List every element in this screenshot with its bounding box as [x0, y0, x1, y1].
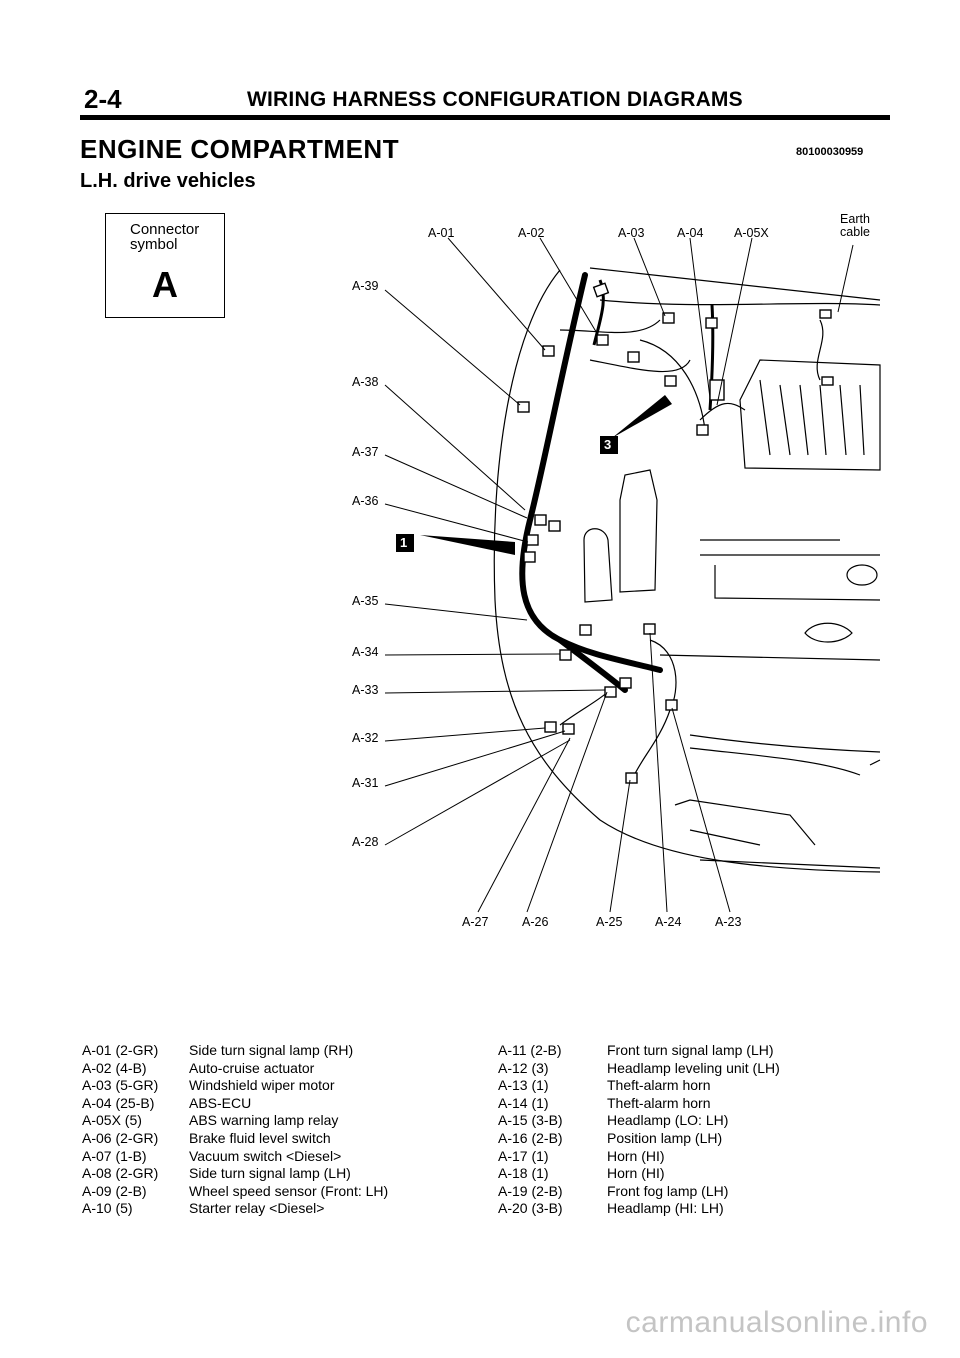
legend-description: Auto-cruise actuator [189, 1059, 315, 1076]
legend-code: A-15 (3-B) [498, 1112, 563, 1129]
legend-description: Wheel speed sensor (Front: LH) [189, 1182, 389, 1199]
legend-code: A-13 (1) [498, 1077, 549, 1094]
legend-description: Brake fluid level switch [189, 1129, 331, 1146]
connector-symbol-box: Connector symbol A [105, 213, 225, 318]
legend-code: A-11 (2-B) [498, 1042, 562, 1058]
legend-code: A-04 (25-B) [82, 1094, 155, 1111]
legend-code: A-05X (5) [82, 1112, 142, 1129]
legend-left-descriptions: Side turn signal lamp (RH) Auto-cruise a… [189, 1042, 388, 1218]
label-a-31: A-31 [352, 776, 379, 790]
legend-code: A-03 (5-GR) [82, 1077, 159, 1094]
legend-description: Horn (HI) [607, 1147, 665, 1164]
label-a-33: A-33 [352, 683, 379, 697]
legend-code: A-20 (3-B) [498, 1200, 563, 1217]
legend-description: ABS-ECU [189, 1094, 252, 1111]
section-subtitle: L.H. drive vehicles [80, 170, 256, 192]
legend-code: A-06 (2-GR) [82, 1129, 159, 1146]
legend-description: Side turn signal lamp (RH) [189, 1042, 354, 1058]
connector-symbol-letter: A [152, 264, 178, 305]
marker-3 [600, 395, 672, 454]
label-a-28: A-28 [352, 835, 379, 849]
label-earth-cable: Earth cable [840, 212, 870, 239]
legend-description: Starter relay <Diesel> [189, 1200, 325, 1217]
footer-watermark: carmanualsonline.info [625, 1306, 928, 1339]
legend-description: Position lamp (LH) [607, 1129, 723, 1146]
connector-symbol-label: Connector symbol [130, 221, 200, 253]
legend-description: Side turn signal lamp (LH) [189, 1165, 351, 1182]
label-a-03: A-03 [618, 226, 645, 240]
label-a-37: A-37 [352, 445, 379, 459]
label-a-35: A-35 [352, 594, 379, 608]
legend-code: A-07 (1-B) [82, 1147, 147, 1164]
label-a-01: A-01 [428, 226, 455, 240]
legend-code: A-10 (5) [82, 1200, 133, 1217]
legend-description: Headlamp (LO: LH) [607, 1112, 729, 1129]
section-title: ENGINE COMPARTMENT [80, 134, 400, 164]
legend-description: Theft-alarm horn [607, 1077, 711, 1094]
page-number: 2-4 [84, 84, 122, 114]
legend-code: A-19 (2-B) [498, 1182, 563, 1199]
label-a-27: A-27 [462, 915, 489, 929]
legend-code: A-01 (2-GR) [82, 1042, 159, 1058]
header-title: WIRING HARNESS CONFIGURATION DIAGRAMS [247, 88, 743, 111]
label-a-05x: A-05X [734, 226, 769, 240]
legend-description: Horn (HI) [607, 1165, 665, 1182]
label-a-04: A-04 [677, 226, 704, 240]
legend-code: A-09 (2-B) [82, 1182, 147, 1199]
document-code: 80100030959 [796, 146, 864, 158]
label-a-38: A-38 [352, 375, 379, 389]
label-a-25: A-25 [596, 915, 623, 929]
legend-right-codes: A-11 (2-B) A-12 (3) A-13 (1) A-14 (1) A-… [498, 1042, 563, 1218]
label-a-39: A-39 [352, 279, 379, 293]
legend-description: Windshield wiper motor [189, 1077, 335, 1094]
legend-description: ABS warning lamp relay [189, 1112, 339, 1129]
label-a-24: A-24 [655, 915, 682, 929]
legend-code: A-17 (1) [498, 1147, 549, 1164]
legend-code: A-16 (2-B) [498, 1129, 563, 1146]
legend-code: A-18 (1) [498, 1165, 549, 1182]
label-a-02: A-02 [518, 226, 545, 240]
legend-description: Theft-alarm horn [607, 1094, 711, 1111]
label-a-23: A-23 [715, 915, 742, 929]
engine-compartment-diagram [384, 237, 881, 913]
legend-code: A-08 (2-GR) [82, 1165, 159, 1182]
marker-3-label: 3 [604, 437, 612, 452]
label-a-32: A-32 [352, 731, 379, 745]
legend-description: Vacuum switch <Diesel> [189, 1147, 342, 1164]
label-a-36: A-36 [352, 494, 379, 508]
header-rule [80, 115, 890, 120]
marker-1-label: 1 [400, 535, 408, 550]
legend-description: Headlamp (HI: LH) [607, 1200, 724, 1217]
legend-left-codes: A-01 (2-GR) A-02 (4-B) A-03 (5-GR) A-04 … [82, 1042, 158, 1218]
legend-description: Headlamp leveling unit (LH) [607, 1059, 780, 1076]
legend-code: A-02 (4-B) [82, 1059, 147, 1076]
label-a-26: A-26 [522, 915, 549, 929]
legend-description: Front fog lamp (LH) [607, 1182, 729, 1199]
legend-right-descriptions: Front turn signal lamp (LH) Headlamp lev… [607, 1042, 780, 1218]
legend-description: Front turn signal lamp (LH) [607, 1042, 774, 1058]
legend-code: A-12 (3) [498, 1059, 549, 1076]
label-a-34: A-34 [352, 645, 379, 659]
legend-code: A-14 (1) [498, 1094, 549, 1111]
marker-1 [396, 534, 515, 555]
